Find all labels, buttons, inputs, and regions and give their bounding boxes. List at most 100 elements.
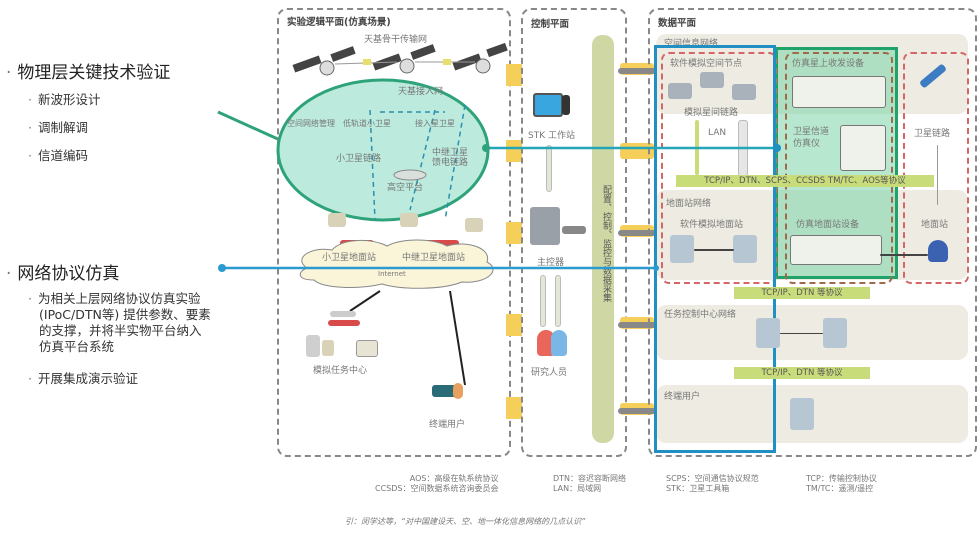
stk-label: STK 工作站: [528, 131, 575, 141]
sim-ground-dev-label: 仿真地面站设备: [796, 220, 860, 230]
control-bar: [592, 35, 614, 443]
computer-icon: [465, 218, 483, 232]
ground-station-label: 地面站: [921, 220, 949, 230]
space-network-label: 空间信息网络: [664, 39, 719, 49]
ground-network-label: 地面站网络: [666, 199, 712, 209]
section2-heading: ·网络协议仿真: [6, 264, 120, 284]
workstation-tower-icon: [562, 95, 570, 115]
sat-link-label: 卫星链路: [914, 129, 951, 139]
control-plane-title: 控制平面: [531, 19, 570, 30]
server-icon: [670, 235, 694, 263]
data-plane: [648, 8, 977, 457]
section1-heading: ·物理层关键技术验证: [6, 63, 171, 83]
disk-icon: [322, 340, 334, 356]
hardware-sim-group: [785, 52, 893, 284]
ground-device-icon: [790, 235, 882, 265]
mission-ctrl-layer: [656, 305, 968, 360]
access-label: 天基接入网: [398, 87, 444, 97]
connector-square: [506, 314, 522, 336]
rx-device-icon: [792, 76, 886, 108]
researcher-icon: [551, 330, 567, 356]
node-icon: [668, 83, 692, 99]
section1-item: ·信道编码: [28, 148, 88, 163]
bidirectional-arrow-icon: [618, 230, 656, 236]
link-line: [694, 249, 734, 251]
section1-item: ·新波形设计: [28, 92, 101, 107]
server-icon: [733, 235, 757, 263]
lan-label: LAN: [708, 128, 727, 138]
data-plane-title: 数据平面: [658, 18, 697, 29]
source-caption: 引：闵学达等，“对中国建设天、空、地一体化信息网络的几点认识”: [345, 517, 586, 526]
dish-antenna-icon: [928, 240, 948, 262]
physical-layer-ellipse: [276, 78, 490, 222]
node-label: 低轨道小卫星: [343, 119, 391, 128]
sw-space-node-label: 软件模拟空间节点: [670, 59, 743, 69]
software-sim-group: [661, 52, 777, 284]
researcher-icon: [537, 330, 555, 356]
sat-link-line: [937, 145, 938, 205]
researchers-label: 研究人员: [531, 368, 568, 378]
software-sim-border: [654, 45, 776, 453]
router-icon: [328, 320, 360, 326]
experiment-plane-title: 实验逻辑平面(仿真场景): [287, 17, 391, 28]
modem-icon: [330, 311, 356, 317]
bidirectional-arrow-icon: [562, 226, 586, 234]
computer-icon: [400, 213, 418, 227]
line-endpoint: [773, 144, 781, 152]
mission-links: [349, 290, 466, 386]
node-label: 空间网络管理: [287, 119, 335, 128]
connector-square: [506, 397, 522, 419]
mission-ctrl-label: 任务控制中心网络: [664, 310, 737, 320]
section2-item: ·开展集成演示验证: [28, 371, 138, 386]
relay-link-label: 中继卫星馈电链路: [432, 148, 469, 168]
section2-item: ·为相关上层网络协议仿真实验 (IPoC/DTN等) 提供参数、要素 的支撑，并…: [28, 291, 211, 354]
small-sat-ground-label: 小卫星地面站: [322, 253, 377, 263]
green-arrow: [217, 110, 281, 142]
connector-square: [506, 222, 522, 244]
line-endpoint: [218, 264, 226, 272]
computer-icon: [328, 213, 346, 227]
sim-link-label: 模拟星间链路: [684, 108, 739, 118]
end-user-label: 终端用户: [429, 420, 466, 430]
channel-sim-label: 卫星信道仿真仪: [793, 127, 830, 149]
data-end-user-label: 终端用户: [664, 392, 701, 402]
relay-ground-label: 中继卫星地面站: [402, 253, 466, 263]
internet-cloud: [299, 239, 494, 289]
bidirectional-arrow-icon: [618, 68, 656, 74]
down-arrow-icon: [546, 145, 552, 192]
connector-square: [506, 140, 522, 162]
master-controller-icon: [530, 207, 560, 245]
protocol-bar-3: TCP/IP、DTN 等协议: [734, 367, 870, 379]
protocol-bar-2: TCP/IP、DTN 等协议: [734, 287, 870, 299]
user-icon: [453, 383, 463, 399]
protocol-bar-1: TCP/IP、DTN、SCPS、CCSDS TM/TC、AOS等协议: [676, 175, 934, 187]
server-icon: [756, 318, 780, 348]
small-sat-link-label: 小卫星链路: [336, 154, 382, 164]
link-line: [780, 333, 823, 334]
real-link-group: [903, 52, 969, 284]
master-label: 主控器: [537, 258, 565, 268]
line-endpoint: [482, 144, 490, 152]
server-icon: [306, 335, 320, 357]
connector-square: [506, 64, 522, 86]
node-icon: [732, 84, 756, 100]
backbone-label: 天基骨干传输网: [364, 35, 428, 45]
high-platform-label: 高空平台: [387, 183, 424, 193]
sat-rx-label: 仿真星上收发设备: [792, 59, 865, 69]
server-icon: [823, 318, 847, 348]
server-icon: [790, 398, 814, 430]
satellite-icon: [292, 46, 356, 76]
workstation-icon: [533, 93, 563, 117]
down-arrow-icon: [540, 275, 546, 327]
line-endpoint: [653, 265, 659, 271]
down-arrow-icon: [555, 275, 561, 327]
internet-label: Internet: [378, 270, 406, 278]
node-label: 接入星卫星: [415, 119, 455, 128]
node-icon: [700, 72, 724, 88]
section1-item: ·调制解调: [28, 120, 88, 135]
